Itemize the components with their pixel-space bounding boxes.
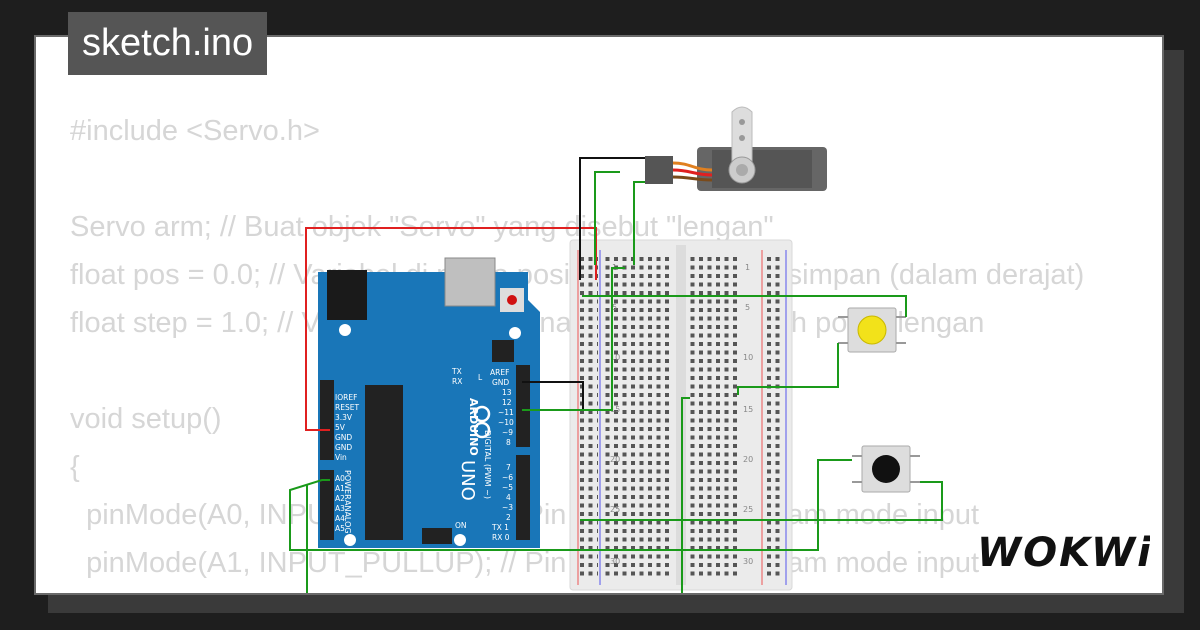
pin-label: AREF [490, 368, 509, 377]
row-number: 25 [743, 505, 753, 514]
row-number: 10 [743, 353, 753, 362]
led-label: TX [451, 367, 462, 376]
pin-label: A3 [335, 504, 345, 513]
file-title-tag[interactable]: sketch.ino [68, 12, 268, 75]
pushbutton-yellow[interactable] [838, 307, 906, 353]
pin-label: ~10 [498, 418, 514, 427]
code-line: pinMode(A1, INPUT_PULLUP); // Pin tombol… [70, 547, 980, 579]
pin-label: ~11 [498, 408, 514, 417]
wire-green [289, 459, 852, 551]
wire-green [582, 295, 907, 317]
power-label: POWER [343, 470, 352, 500]
board-model-label: UNO [457, 460, 478, 501]
pin-label: 2 [506, 513, 511, 522]
pin-label: GND [335, 443, 352, 452]
logo-text: WOKWi [977, 530, 1150, 576]
pin-label: RESET [335, 403, 359, 412]
wokwi-logo: WOKWi [977, 530, 1150, 576]
wire-green [594, 171, 620, 265]
pin-label: A0 [335, 474, 345, 483]
pin-label: IOREF [335, 393, 357, 402]
row-number: 30 [610, 557, 620, 566]
pin-label: GND [335, 433, 352, 442]
arduino-logo-icon [473, 405, 491, 439]
on-label: ON [455, 521, 467, 530]
pin-label: 8 [506, 438, 511, 447]
pin-label: A1 [335, 484, 345, 493]
pin-label: RX 0 [492, 533, 510, 542]
brand-label: ARDUINO [467, 398, 480, 456]
pin-label: ~6 [502, 473, 513, 482]
pin-label: Vin [335, 453, 347, 462]
pin-label: TX 1 [491, 523, 509, 532]
code-line: #include <Servo.h> [70, 115, 320, 147]
row-number: 15 [610, 405, 620, 414]
code-line: { [70, 451, 80, 483]
wire-green [522, 267, 625, 411]
pin-label: 7 [506, 463, 511, 472]
wire-black [522, 381, 584, 410]
row-number: 5 [745, 303, 750, 312]
servo-motor[interactable] [645, 106, 827, 191]
pin-label: ~9 [502, 428, 513, 437]
pushbutton-black[interactable] [852, 445, 920, 493]
row-number: 10 [610, 353, 620, 362]
analog-label: ANALOG IN [343, 500, 352, 545]
arduino-uno-board[interactable]: IOREF RESET 3.3V 5V GND GND Vin A0 A1 A2… [318, 257, 540, 548]
wire-black [579, 157, 645, 280]
code-line: void setup() [70, 403, 222, 435]
led-label: RX [452, 377, 462, 386]
pin-label: 12 [502, 398, 512, 407]
pin-label: ~5 [502, 483, 513, 492]
row-number: 30 [743, 557, 753, 566]
led-label: L [478, 373, 483, 382]
wire-green [737, 343, 839, 395]
row-number: 25 [610, 505, 620, 514]
wire-green [681, 397, 690, 593]
pin-label: 4 [506, 493, 511, 502]
wire-green [633, 181, 645, 265]
row-number: 20 [743, 455, 753, 464]
digital-label: DIGITAL (PWM ~) [483, 430, 492, 499]
row-number: 15 [743, 405, 753, 414]
pin-label: 5V [335, 423, 346, 432]
pin-label: GND [492, 378, 509, 387]
button-cap [872, 455, 900, 483]
wires [289, 157, 943, 593]
wire-green [580, 481, 943, 521]
row-number: 5 [612, 303, 617, 312]
pin-label: ~3 [502, 503, 513, 512]
row-number: 20 [610, 455, 620, 464]
pin-label: A4 [335, 514, 345, 523]
button-cap [857, 315, 887, 345]
row-number: 1 [745, 263, 750, 272]
pin-label: A5 [335, 524, 345, 533]
pin-label: A2 [335, 494, 345, 503]
pin-label: 13 [502, 388, 512, 397]
pin-label: 3.3V [335, 413, 353, 422]
